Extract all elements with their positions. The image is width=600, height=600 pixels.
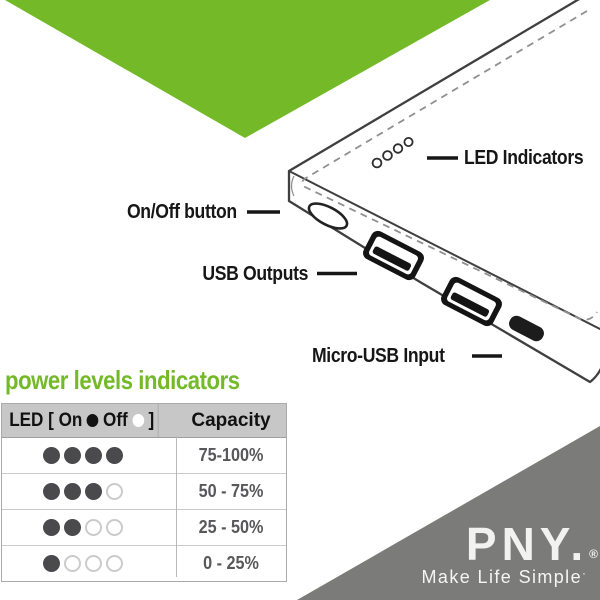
led-on-dot-icon: [85, 483, 102, 500]
registered-mark: ®: [589, 547, 598, 561]
stitch-seam-line: [301, 10, 598, 321]
led-on-dot-icon: [64, 483, 81, 500]
table-header-capacity: Capacity: [191, 409, 271, 431]
header-bracket-close: ]: [148, 409, 155, 431]
micro-usb-port: [509, 315, 544, 342]
led-on-dot-icon: [43, 555, 60, 572]
led-off-dot-icon: [106, 483, 123, 500]
led-on-dot-icon: [106, 447, 123, 464]
capacity-cell: 75-100%: [176, 438, 286, 473]
led-on-dot-icon: [43, 519, 60, 536]
capacity-value: 75-100%: [198, 445, 264, 465]
power-levels-table: LED [ On Off ] Capacity 75-100% 50 - 75% 2…: [1, 403, 287, 582]
label-on-off-button: On/Off button: [127, 201, 237, 223]
led-off-dot-icon: [106, 519, 123, 536]
led-on-dot-icon: [85, 447, 102, 464]
brand-tagline: Make Life Simple·: [422, 563, 586, 587]
table-row: 50 - 75%: [2, 473, 286, 509]
label-led-indicators: LED Indicators: [464, 147, 584, 169]
panel-title: power levels indicators: [5, 365, 240, 395]
led-dots-cell: [0, 546, 170, 581]
led-hole-icon: [371, 157, 383, 169]
table-row: 0 - 25%: [2, 545, 286, 581]
table-row: 75-100%: [2, 438, 286, 473]
device-body: [287, 0, 600, 384]
table-header-led: LED [ On Off ]: [2, 404, 159, 437]
led-hole-icon: [382, 150, 393, 161]
table-column-divider: [176, 436, 177, 577]
label-micro-usb-input: Micro-USB Input: [312, 345, 445, 367]
off-dot-icon: [132, 414, 144, 427]
pny-logo: PNY.®: [466, 521, 598, 576]
led-off-dot-icon: [106, 555, 123, 572]
on-off-button-shape: [307, 202, 349, 230]
table-body: 75-100% 50 - 75% 25 - 50% 0 - 25%: [2, 438, 286, 581]
led-dots-cell: [0, 474, 170, 509]
table-header-row: LED [ On Off ] Capacity: [2, 404, 286, 438]
capacity-cell: 50 - 75%: [176, 474, 286, 509]
header-off-label: Off: [103, 409, 128, 431]
device-corner-highlight: [290, 175, 295, 197]
led-hole-icon: [403, 136, 414, 147]
led-off-dot-icon: [64, 555, 81, 572]
table-row: 25 - 50%: [2, 509, 286, 545]
header-led-prefix: LED [ On: [9, 409, 83, 431]
led-off-dot-icon: [85, 519, 102, 536]
device-front-edge: [288, 170, 600, 331]
on-dot-icon: [86, 414, 99, 427]
led-hole-icon: [392, 143, 404, 154]
led-on-dot-icon: [43, 447, 60, 464]
tagline-text: Make Life Simple: [421, 567, 582, 587]
capacity-value: 25 - 50%: [198, 517, 264, 537]
capacity-cell: 0 - 25%: [176, 546, 286, 581]
capacity-value: 50 - 75%: [198, 481, 264, 501]
usb-port-1: [363, 230, 424, 281]
led-on-dot-icon: [64, 447, 81, 464]
led-holes: [371, 136, 414, 169]
led-off-dot-icon: [85, 555, 102, 572]
label-usb-outputs: USB Outputs: [202, 263, 308, 285]
led-dots-cell: [0, 510, 170, 545]
capacity-cell: 25 - 50%: [176, 510, 286, 545]
led-on-dot-icon: [64, 519, 81, 536]
usb-port-2: [441, 276, 502, 327]
led-dots-cell: [0, 438, 170, 473]
pny-wordmark: PNY.: [465, 518, 589, 570]
led-on-dot-icon: [43, 483, 60, 500]
tagline-mark: ·: [582, 566, 586, 580]
capacity-value: 0 - 25%: [203, 553, 259, 573]
